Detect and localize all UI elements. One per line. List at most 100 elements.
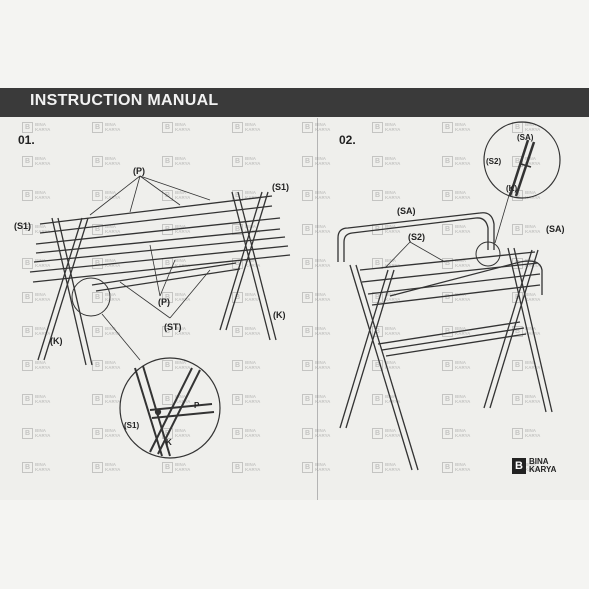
left-leg-d xyxy=(43,217,89,361)
watermark-mark: B xyxy=(92,190,103,201)
watermark-mark: B xyxy=(442,122,453,133)
watermark-mark: B xyxy=(302,122,313,133)
label-k-detail-2: (K) xyxy=(506,184,517,193)
watermark-mark: B xyxy=(442,224,453,235)
watermark-mark: B xyxy=(442,292,453,303)
watermark-mark: B xyxy=(92,360,103,371)
watermark-mark: B xyxy=(372,394,383,405)
watermark-mark: B xyxy=(22,462,33,473)
watermark-mark: B xyxy=(442,428,453,439)
watermark-mark: B xyxy=(22,122,33,133)
watermark-mark: B xyxy=(162,462,173,473)
watermark-mark: B xyxy=(22,326,33,337)
left-leg-c xyxy=(339,269,389,429)
watermark-mark: B xyxy=(22,428,33,439)
manual-sheet xyxy=(0,88,589,500)
shelf-rod-2 xyxy=(95,268,241,292)
watermark-mark: B xyxy=(512,224,523,235)
label-p-detail: P xyxy=(194,401,200,410)
watermark-mark: B xyxy=(22,190,33,201)
label-k-detail: K xyxy=(166,438,172,447)
top-arch-back xyxy=(337,212,495,262)
label-sa-top: (SA) xyxy=(397,206,416,216)
watermark-mark: B xyxy=(372,360,383,371)
watermark-mark: B xyxy=(22,360,33,371)
left-leg-a xyxy=(349,264,413,471)
watermark-mark: B xyxy=(92,326,103,337)
watermark-mark: B xyxy=(302,258,313,269)
watermark-mark: B xyxy=(302,360,313,371)
label-s1-left: (S1) xyxy=(14,221,31,231)
detail-magnifier-circle xyxy=(119,357,221,459)
watermark-mark: B xyxy=(232,428,243,439)
watermark-mark: B xyxy=(302,394,313,405)
right-leg-c xyxy=(483,249,533,409)
watermark-mark: B xyxy=(512,428,523,439)
label-k-left: (K) xyxy=(50,336,63,346)
watermark-mark: B xyxy=(92,428,103,439)
watermark-mark: B xyxy=(232,462,243,473)
watermark-mark: B xyxy=(442,258,453,269)
rail-top xyxy=(359,251,536,271)
watermark-mark: B xyxy=(22,258,33,269)
watermark-mark: B xyxy=(232,122,243,133)
watermark-mark: B xyxy=(162,292,173,303)
watermark-mark: B xyxy=(232,394,243,405)
watermark-mark: B xyxy=(22,224,33,235)
watermark-mark: B xyxy=(92,394,103,405)
